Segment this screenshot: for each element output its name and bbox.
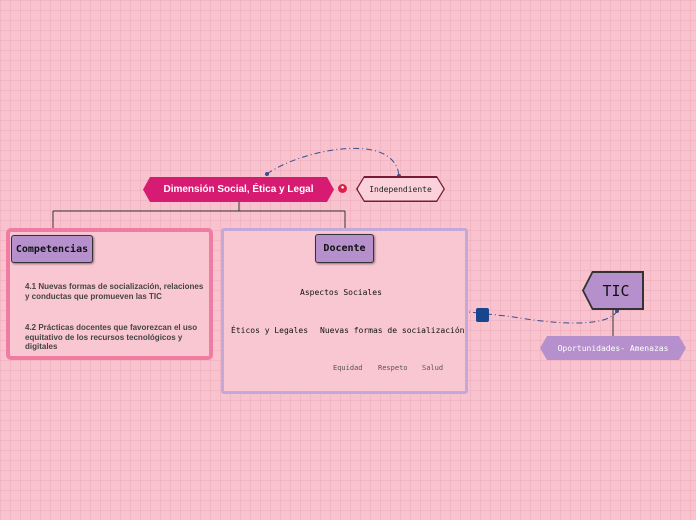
respeto-node[interactable]: Respeto xyxy=(378,364,408,372)
relation-connector-square[interactable] xyxy=(476,308,489,322)
docente-label: Docente xyxy=(323,243,366,254)
main-topic-label: Dimensión Social, Ética y Legal xyxy=(163,184,314,195)
competencia-item-4-2[interactable]: 4.2 Prácticas docentes que favorezcan el… xyxy=(25,323,198,352)
salud-node[interactable]: Salud xyxy=(422,364,444,372)
relation-curve-top xyxy=(266,147,400,177)
tic-label: TIC xyxy=(602,281,630,300)
link-icon[interactable]: ● xyxy=(338,184,347,193)
eticos-legales-node[interactable]: Éticos y Legales xyxy=(231,326,309,335)
equidad-node[interactable]: Equidad xyxy=(333,364,363,372)
competencia-item-4-1[interactable]: 4.1 Nuevas formas de socialización, rela… xyxy=(25,282,204,301)
competencias-node[interactable]: Competencias xyxy=(11,235,93,263)
tic-node[interactable]: TIC xyxy=(584,273,642,308)
relation-endpoint-dot xyxy=(615,309,619,313)
independent-label: Independiente xyxy=(369,184,432,194)
oportunidades-amenazas-node[interactable]: Oportunidades- Amenazas xyxy=(540,336,686,360)
nuevas-formas-node[interactable]: Nuevas formas de socialización xyxy=(320,326,465,335)
aspectos-sociales-node[interactable]: Aspectos Sociales xyxy=(300,288,382,297)
docente-node[interactable]: Docente xyxy=(315,234,374,263)
independent-node[interactable]: Independiente xyxy=(358,178,444,201)
relation-endpoint-dot xyxy=(265,172,269,176)
main-topic-node[interactable]: Dimensión Social, Ética y Legal xyxy=(143,177,334,202)
competencias-label: Competencias xyxy=(15,243,89,255)
oportunidades-label: Oportunidades- Amenazas xyxy=(557,343,669,353)
